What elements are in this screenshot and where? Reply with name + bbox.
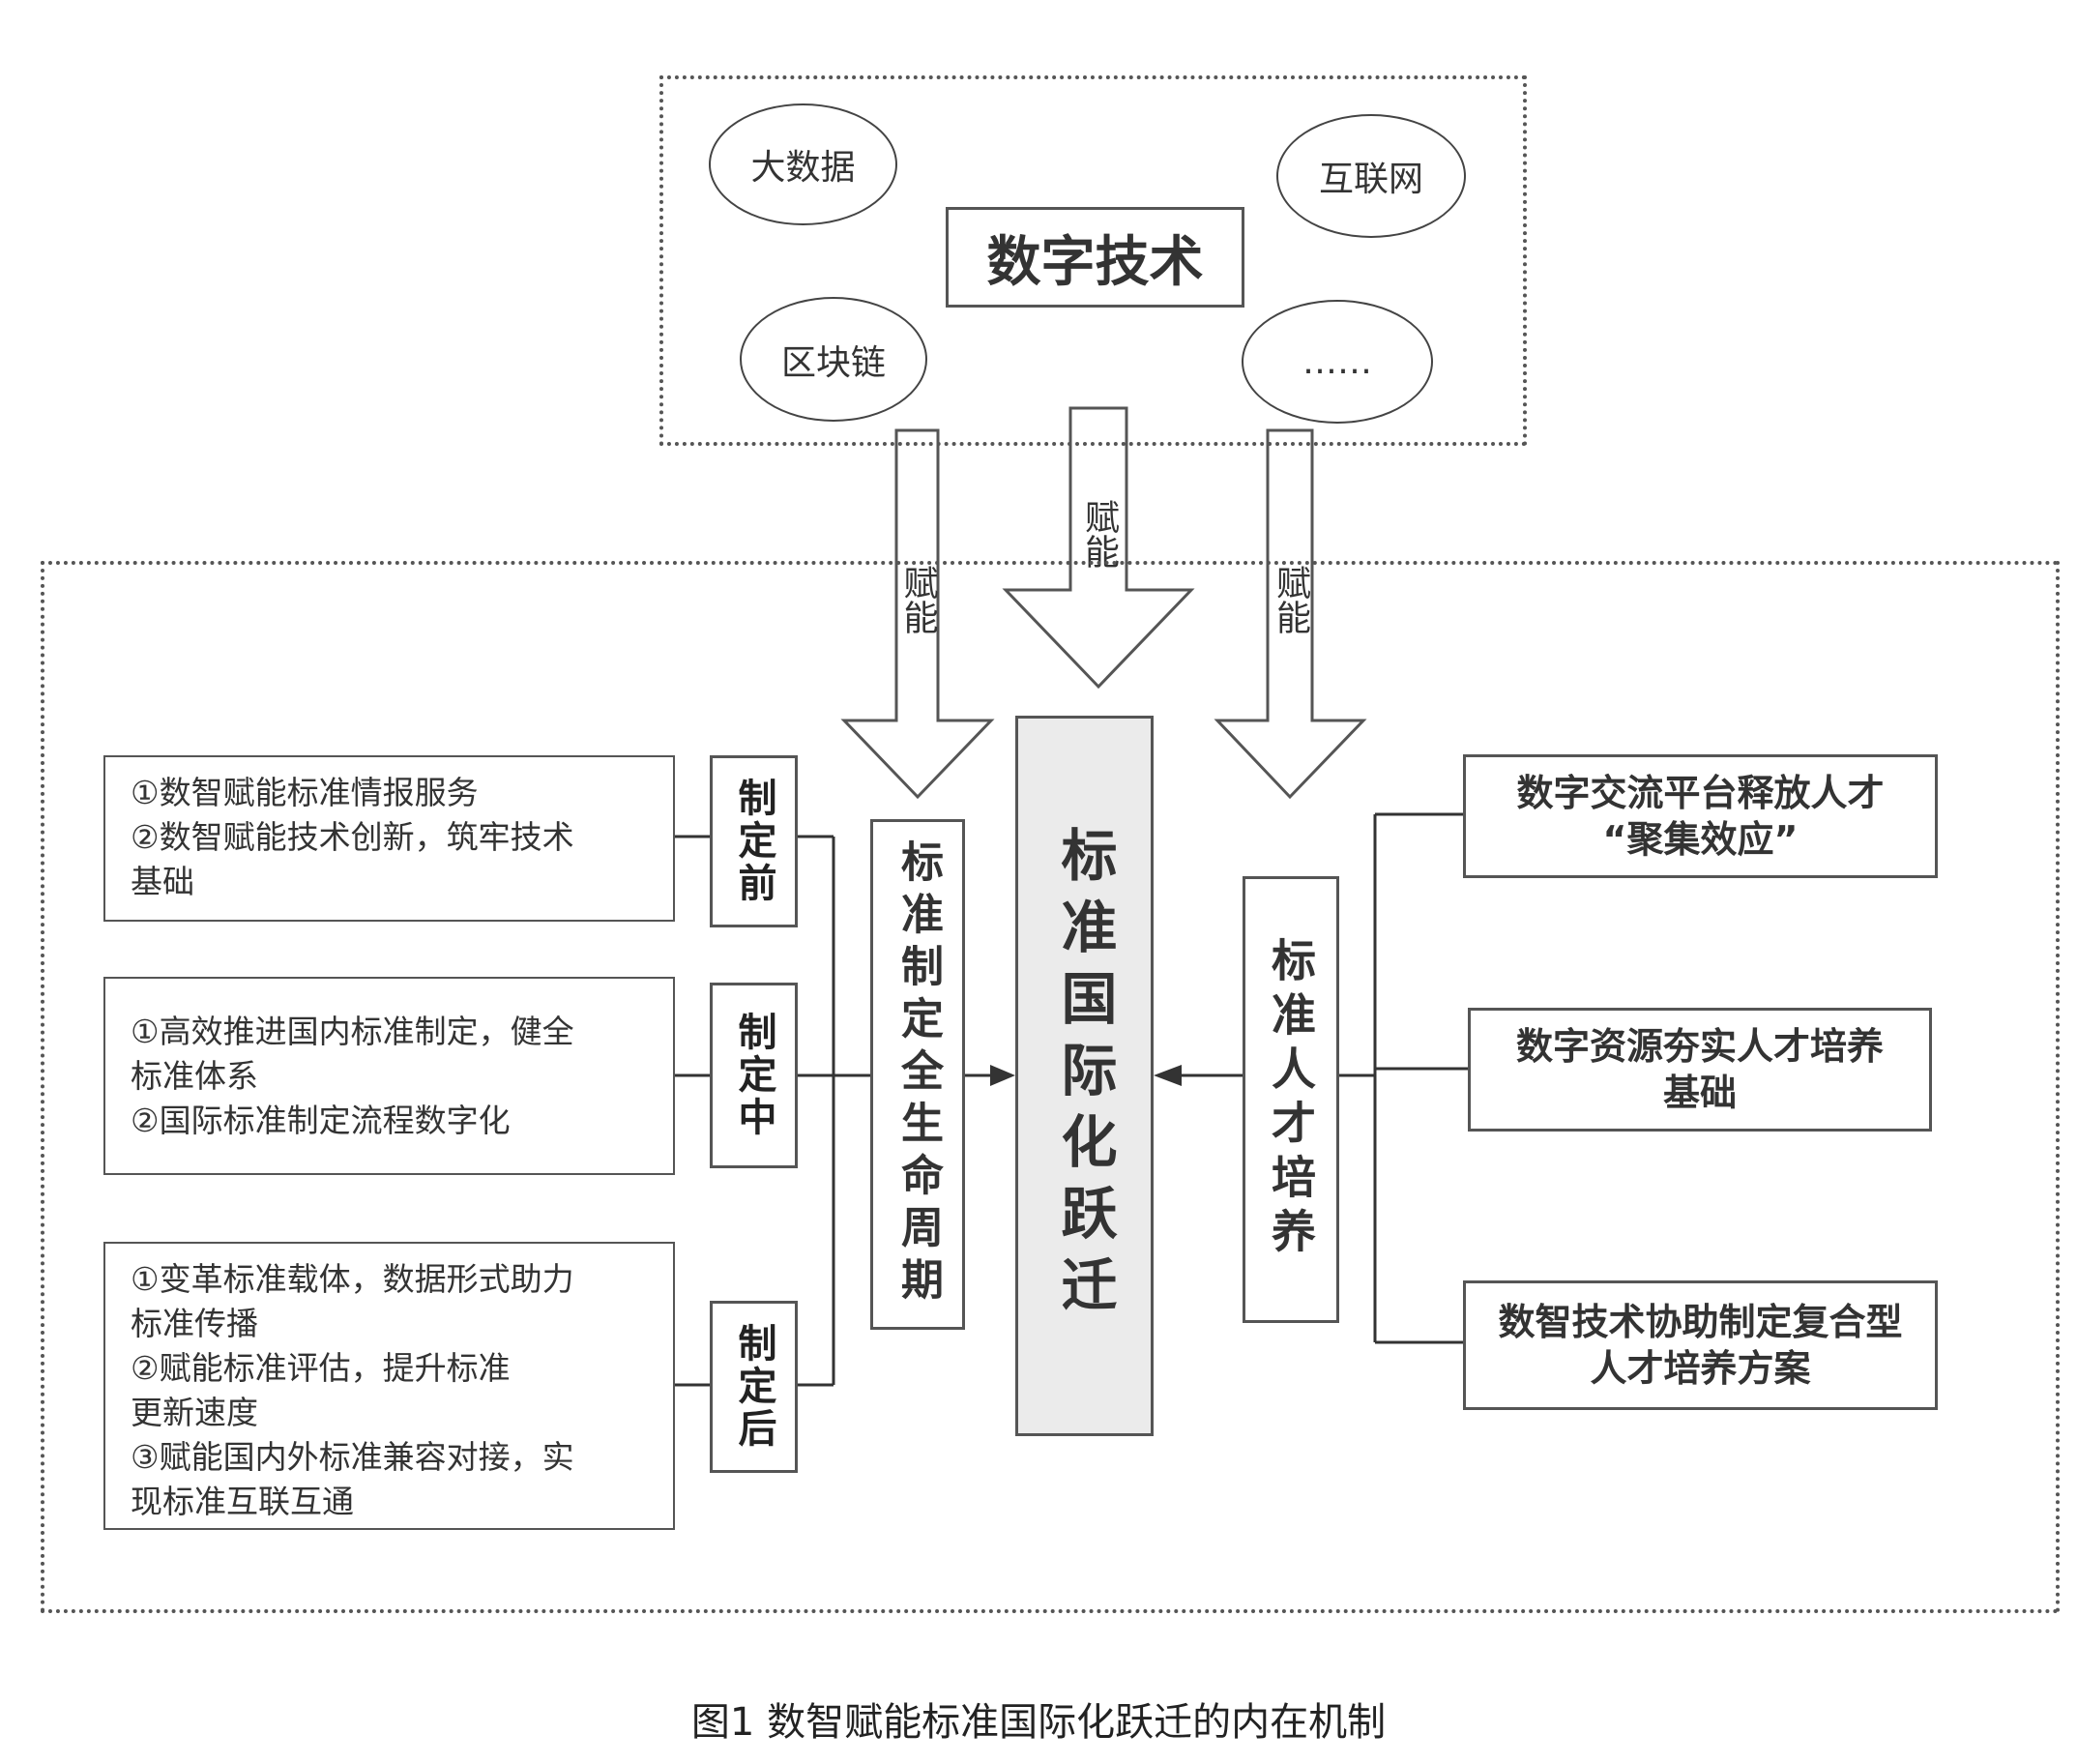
pre-drafting-description: ①数智赋能标准情报服务 ②数智赋能技术创新，筑牢技术 基础 bbox=[103, 755, 675, 922]
description-line: ③赋能国内外标准兼容对接，实 bbox=[131, 1438, 574, 1476]
description-line: ①数智赋能标准情报服务 bbox=[131, 774, 479, 811]
mechanism-group bbox=[41, 561, 2060, 1613]
description-line: 更新速度 bbox=[131, 1394, 258, 1431]
talent-item-line: 数字交流平台释放人才 bbox=[1516, 772, 1885, 814]
description-line: ②数智赋能技术创新，筑牢技术 bbox=[131, 818, 574, 856]
tech-item-blockchain: 区块链 bbox=[740, 297, 927, 422]
arrowhead-to-center-right bbox=[1154, 1065, 1182, 1086]
talent-item-resources: 数字资源夯实人才培养 基础 bbox=[1468, 1008, 1932, 1132]
digital-tech-group bbox=[659, 75, 1527, 446]
empower-arrow-center bbox=[1002, 406, 1195, 690]
description-line: 标准传播 bbox=[131, 1305, 258, 1342]
empower-arrow-left bbox=[840, 428, 995, 800]
arrowhead-to-center-left bbox=[990, 1065, 1015, 1086]
digital-tech-title: 数字技术 bbox=[946, 207, 1244, 308]
description-line: ①高效推进国内标准制定，健全 bbox=[131, 1013, 574, 1050]
tech-item-internet: 互联网 bbox=[1276, 114, 1466, 238]
stage-post-drafting: 制定后 bbox=[710, 1301, 798, 1473]
talent-item-training-plan: 数智技术协助制定复合型 人才培养方案 bbox=[1463, 1280, 1938, 1410]
talent-item-line: 数智技术协助制定复合型 bbox=[1498, 1301, 1903, 1343]
empower-label-center: 赋能 bbox=[1079, 499, 1119, 569]
description-line: 基础 bbox=[131, 863, 194, 900]
talent-item-line: 基础 bbox=[1662, 1072, 1737, 1114]
description-line: ②赋能标准评估，提升标准 bbox=[131, 1349, 511, 1387]
center-goal-label: 标准国际化跃迁 bbox=[1015, 716, 1154, 1436]
figure-caption: 图1 数智赋能标准国际化跃迁的内在机制 bbox=[690, 1700, 1387, 1745]
tech-item-more: …… bbox=[1242, 300, 1433, 424]
talent-label: 标准人才培养 bbox=[1243, 876, 1339, 1323]
description-line: 标准体系 bbox=[131, 1057, 258, 1095]
description-line: 现标准互联互通 bbox=[131, 1483, 354, 1520]
tech-item-big-data: 大数据 bbox=[709, 103, 897, 225]
lifecycle-label: 标准制定全生命周期 bbox=[870, 819, 965, 1330]
stage-drafting: 制定中 bbox=[710, 983, 798, 1168]
post-drafting-description: ①变革标准载体，数据形式助力 标准传播 ②赋能标准评估，提升标准 更新速度 ③赋… bbox=[103, 1242, 675, 1530]
talent-item-platform: 数字交流平台释放人才 “聚集效应” bbox=[1463, 754, 1938, 878]
empower-arrow-right bbox=[1214, 428, 1367, 800]
empower-label-left: 赋能 bbox=[897, 565, 938, 634]
empower-label-right: 赋能 bbox=[1271, 565, 1310, 634]
drafting-description: ①高效推进国内标准制定，健全 标准体系 ②国际标准制定流程数字化 bbox=[103, 977, 675, 1175]
talent-item-line: 数字资源夯实人才培养 bbox=[1515, 1025, 1884, 1068]
description-line: ①变革标准载体，数据形式助力 bbox=[131, 1260, 574, 1298]
talent-item-line: 人才培养方案 bbox=[1590, 1347, 1811, 1390]
stage-pre-drafting: 制定前 bbox=[710, 755, 798, 927]
talent-item-line: “聚集效应” bbox=[1602, 818, 1799, 861]
description-line: ②国际标准制定流程数字化 bbox=[131, 1102, 511, 1139]
